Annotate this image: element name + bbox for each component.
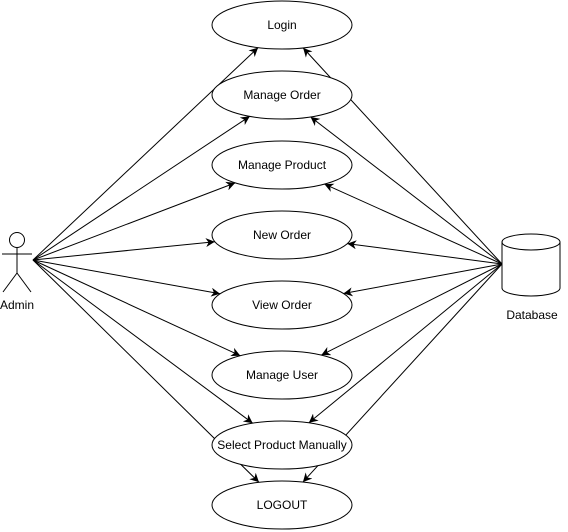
use-case-label: View Order (252, 298, 312, 312)
use-case-manage-product[interactable]: Manage Product (211, 140, 353, 190)
use-case-ellipse (211, 480, 353, 530)
association-arrow-database-to-view-order (343, 263, 503, 297)
use-case-label: Select Product Manually (217, 438, 346, 452)
use-case-label: Manage Order (243, 88, 320, 102)
association-arrow-admin-to-new-order (32, 238, 215, 261)
database-label: Database (506, 308, 558, 322)
use-case-ellipse (211, 420, 353, 470)
association-arrow-admin-to-view-order (32, 259, 221, 297)
use-case-select-product-manually[interactable]: Select Product Manually (211, 420, 353, 470)
admin-label: Admin (0, 298, 34, 312)
association-arrow-database-to-select-product-manually (308, 263, 503, 424)
use-case-label: Manage Product (238, 158, 327, 172)
stick-figure-icon (2, 232, 32, 293)
use-case-label: New Order (253, 228, 311, 242)
use-case-login[interactable]: Login (211, 0, 353, 50)
admin-actor[interactable]: Admin (0, 232, 34, 313)
connections-layer (32, 47, 503, 483)
association-arrow-database-to-manage-product (324, 183, 503, 265)
association-arrow-admin-to-select-product-manually (32, 259, 253, 424)
use-case-ellipse (211, 350, 353, 400)
database-cylinder-icon (501, 233, 561, 297)
use-case-label: Manage User (246, 368, 318, 382)
association-arrow-admin-to-manage-order (32, 115, 251, 261)
association-arrow-database-to-manage-user (321, 263, 503, 356)
use-case-view-order[interactable]: View Order (211, 280, 353, 330)
use-case-label: LOGOUT (257, 498, 308, 512)
association-arrow-database-to-manage-order (310, 116, 503, 265)
use-case-ellipse (211, 0, 353, 50)
use-case-ellipse (211, 70, 353, 120)
use-case-manage-order[interactable]: Manage Order (211, 70, 353, 120)
use-case-new-order[interactable]: New Order (211, 210, 353, 260)
association-arrow-admin-to-manage-user (32, 259, 241, 357)
use-case-logout[interactable]: LOGOUT (211, 480, 353, 530)
use-case-manage-user[interactable]: Manage User (211, 350, 353, 400)
use-case-label: Login (267, 18, 296, 32)
database-actor[interactable]: Database (501, 233, 561, 322)
association-arrow-admin-to-manage-product (32, 181, 236, 261)
use-case-ellipse (211, 280, 353, 330)
association-arrow-database-to-new-order (347, 240, 503, 265)
use-case-ellipse (211, 140, 353, 190)
use-case-ellipse (211, 210, 353, 260)
